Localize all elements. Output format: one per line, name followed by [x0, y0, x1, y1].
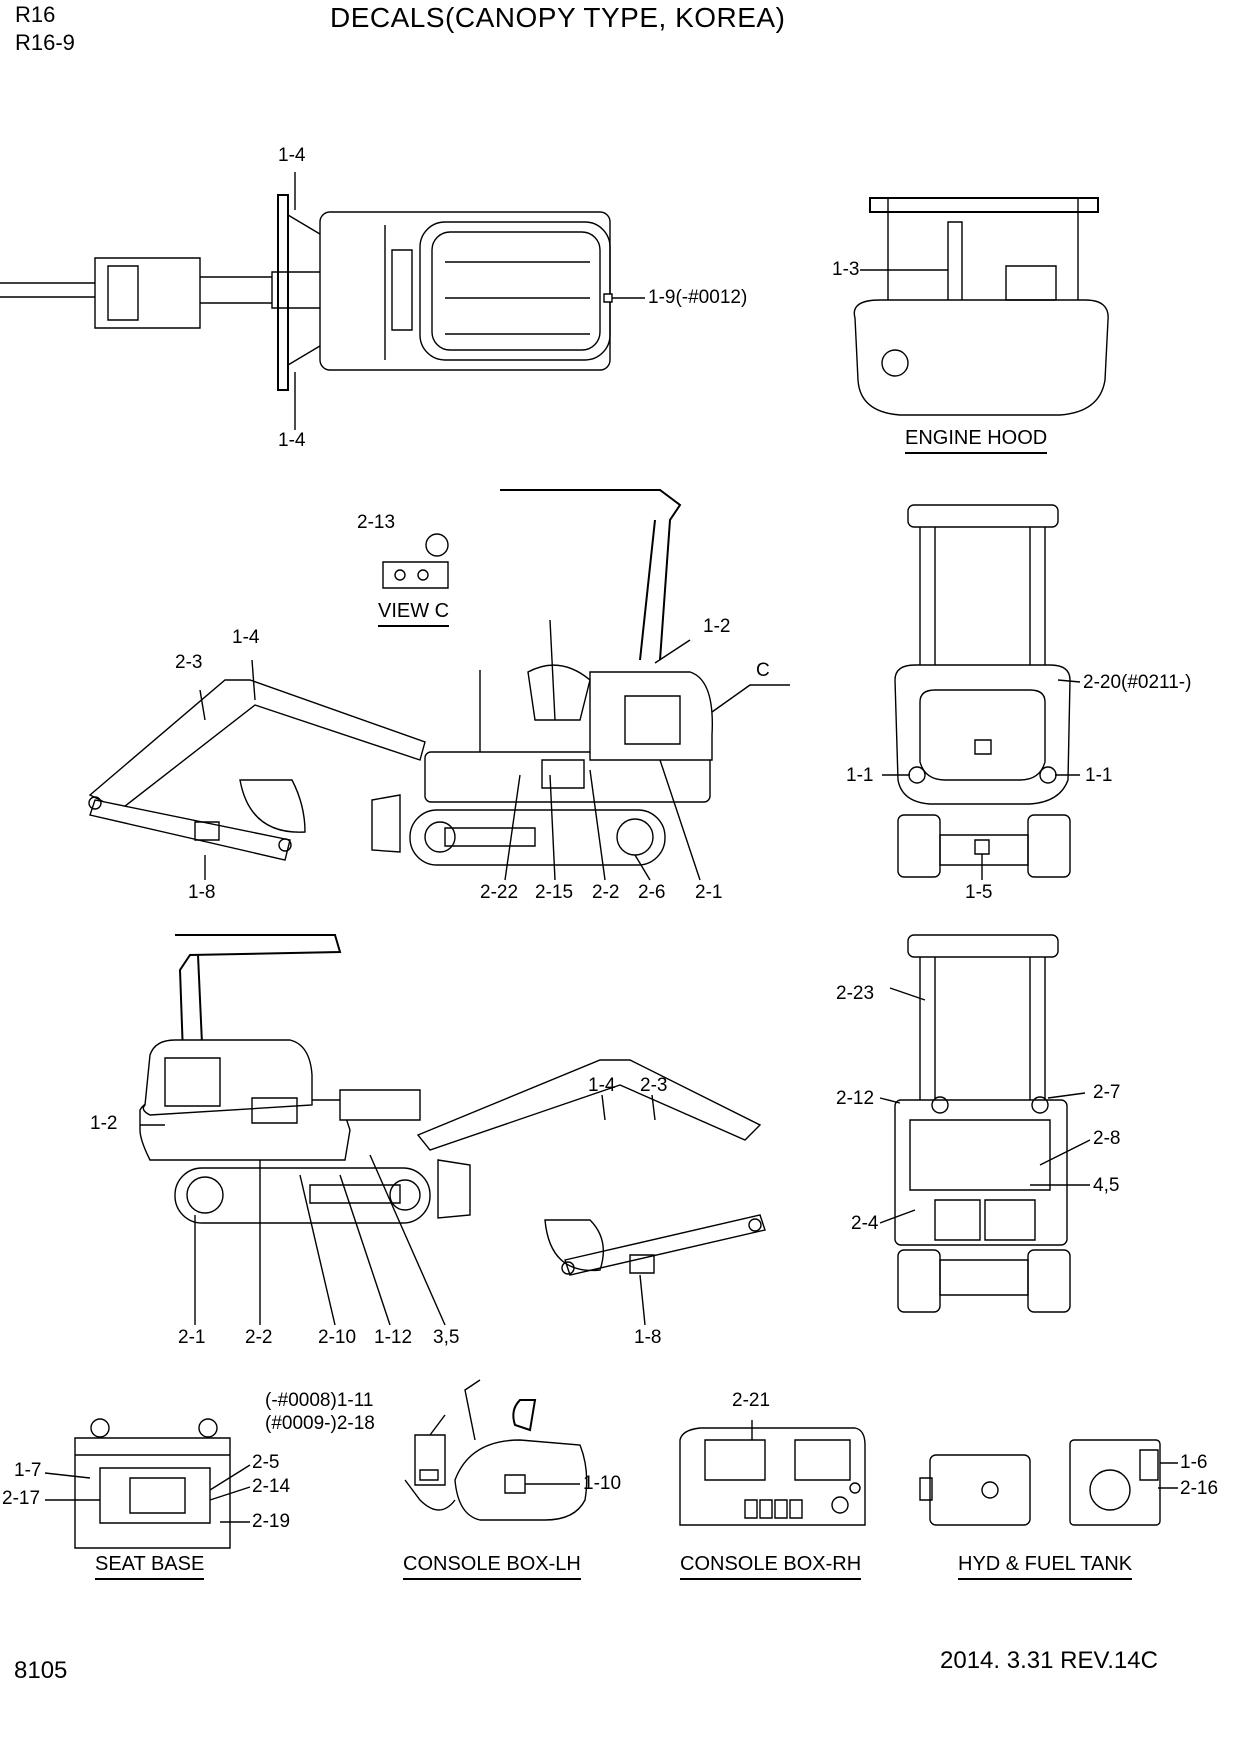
callout-side1-1-4: 1-4	[232, 627, 260, 648]
callout-lh-1-10: 1-10	[583, 1473, 622, 1494]
caption-view-c: VIEW C	[378, 600, 450, 627]
callout-rear-1-1-left: 1-1	[846, 765, 874, 786]
seat-base-drawing	[45, 1419, 250, 1548]
callout-side1-2-3: 2-3	[175, 652, 203, 673]
callout-front-2-4: 2-4	[851, 1213, 879, 1234]
caption-hyd-fuel-tank: HYD & FUEL TANK	[958, 1553, 1133, 1580]
callout-rear-1-5: 1-5	[965, 882, 993, 903]
callout-side2-2-10: 2-10	[318, 1327, 357, 1348]
callout-side2-2-3: 2-3	[640, 1075, 668, 1096]
callout-side1-1-8: 1-8	[188, 882, 216, 903]
callout-side2-3-5: 3,5	[433, 1327, 460, 1348]
callout-lh-1-11: (-#0008)1-11	[265, 1390, 374, 1411]
front-view-drawing	[880, 935, 1090, 1312]
callout-rear-2-20: 2-20(#0211-)	[1083, 672, 1192, 693]
rear-view-drawing	[882, 505, 1080, 880]
callout-side1-c: C	[756, 660, 770, 681]
callout-tank-2-16: 2-16	[1180, 1478, 1219, 1499]
page-title: DECALS(CANOPY TYPE, KOREA)	[330, 2, 786, 33]
callout-seat-2-5: 2-5	[252, 1452, 280, 1473]
callout-front-2-23: 2-23	[836, 983, 875, 1004]
callout-seat-2-17: 2-17	[2, 1488, 41, 1509]
callout-side1-2-13: 2-13	[357, 512, 396, 533]
callout-side2-2-1: 2-1	[178, 1327, 206, 1348]
callout-front-4-5: 4,5	[1093, 1175, 1120, 1196]
callout-top-1-4-upper: 1-4	[278, 145, 306, 166]
caption-console-box-lh: CONSOLE BOX-LH	[403, 1553, 581, 1580]
model-number: R16	[15, 2, 56, 27]
callout-tank-1-6: 1-6	[1180, 1452, 1208, 1473]
callout-rh-2-21: 2-21	[732, 1390, 771, 1411]
callout-side1-2-1: 2-1	[695, 882, 723, 903]
callout-seat-1-7: 1-7	[14, 1460, 42, 1481]
top-view-drawing	[0, 172, 645, 430]
callout-seat-2-14: 2-14	[252, 1476, 291, 1497]
callout-side1-2-6: 2-6	[638, 882, 666, 903]
callout-front-2-8: 2-8	[1093, 1128, 1121, 1149]
callout-side1-2-22: 2-22	[480, 882, 519, 903]
callout-side1-2-15: 2-15	[535, 882, 574, 903]
callout-side2-2-2: 2-2	[245, 1327, 273, 1348]
page-number: 8105	[14, 1657, 68, 1684]
callout-top-1-9: 1-9(-#0012)	[648, 287, 748, 308]
callout-seat-2-19: 2-19	[252, 1511, 291, 1532]
callout-front-2-7: 2-7	[1093, 1082, 1121, 1103]
callout-front-2-12: 2-12	[836, 1088, 875, 1109]
hyd-fuel-tank-drawing	[920, 1440, 1178, 1525]
console-rh-drawing	[680, 1420, 865, 1525]
callout-side1-2-2: 2-2	[592, 882, 620, 903]
callout-lh-2-18: (#0009-)2-18	[265, 1413, 375, 1434]
console-lh-drawing	[405, 1380, 587, 1520]
callout-hood-1-3: 1-3	[832, 259, 860, 280]
revision-date: 2014. 3.31 REV.14C	[940, 1647, 1158, 1674]
callout-side2-1-12: 1-12	[374, 1327, 413, 1348]
caption-engine-hood: ENGINE HOOD	[905, 427, 1048, 454]
callout-side2-1-8: 1-8	[634, 1327, 662, 1348]
callout-rear-1-1-right: 1-1	[1085, 765, 1113, 786]
caption-console-box-rh: CONSOLE BOX-RH	[680, 1553, 862, 1580]
caption-seat-base: SEAT BASE	[95, 1553, 205, 1580]
model-variant: R16-9	[15, 30, 75, 55]
side-view-right-drawing	[89, 490, 790, 880]
callout-side2-1-4: 1-4	[588, 1075, 616, 1096]
engine-hood-drawing	[854, 198, 1108, 415]
callout-side2-1-2: 1-2	[90, 1113, 118, 1134]
side-view-left-drawing	[140, 935, 765, 1325]
callout-side1-1-2: 1-2	[703, 616, 731, 637]
callout-top-1-4-lower: 1-4	[278, 430, 306, 451]
